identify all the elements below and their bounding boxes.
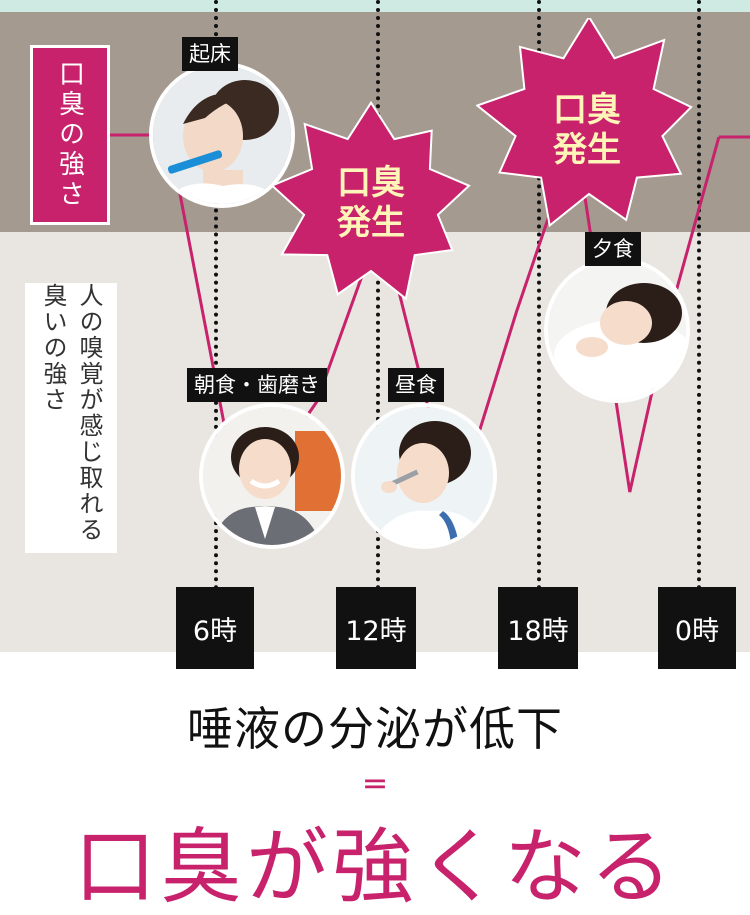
grid-line-12 [376, 0, 380, 590]
breakfast-photo [199, 403, 345, 549]
dinner-photo [544, 257, 690, 403]
odor-burst-2 [476, 18, 693, 228]
intensity-axis-label: 口臭の強さ [54, 60, 85, 210]
grid-line-18 [537, 0, 541, 590]
x-tick-12: 12時 [336, 587, 416, 669]
grid-line-6 [214, 0, 218, 590]
burst-text-2: 口臭 発生 [553, 90, 621, 170]
lunch-photo [351, 403, 497, 549]
grid-line-0 [697, 0, 701, 590]
x-tick-6: 6時 [176, 587, 254, 669]
event-lunch: 昼食 [388, 368, 444, 402]
x-tick-18: 18時 [498, 587, 578, 669]
burst-text-1: 口臭 発生 [337, 163, 405, 243]
event-dinner: 夕食 [585, 232, 641, 266]
threshold-note: 人の嗅覚が感じ取れる臭いの強さ [39, 283, 103, 543]
caption-equals: ＝ [361, 771, 388, 801]
top-accent-band [0, 0, 750, 14]
event-wake: 起床 [182, 37, 238, 71]
wake-photo [149, 62, 295, 208]
intensity-axis-label-box: 口臭の強さ [30, 45, 110, 225]
caption-saliva: 唾液の分泌が低下 [187, 702, 563, 756]
threshold-note-box: 人の嗅覚が感じ取れる臭いの強さ [25, 283, 117, 553]
odor-burst-1 [270, 100, 471, 301]
x-tick-0: 0時 [658, 587, 736, 669]
caption-bad-breath: 口臭が強くなる [73, 820, 676, 915]
event-breakfast: 朝食・歯磨き [187, 368, 327, 402]
